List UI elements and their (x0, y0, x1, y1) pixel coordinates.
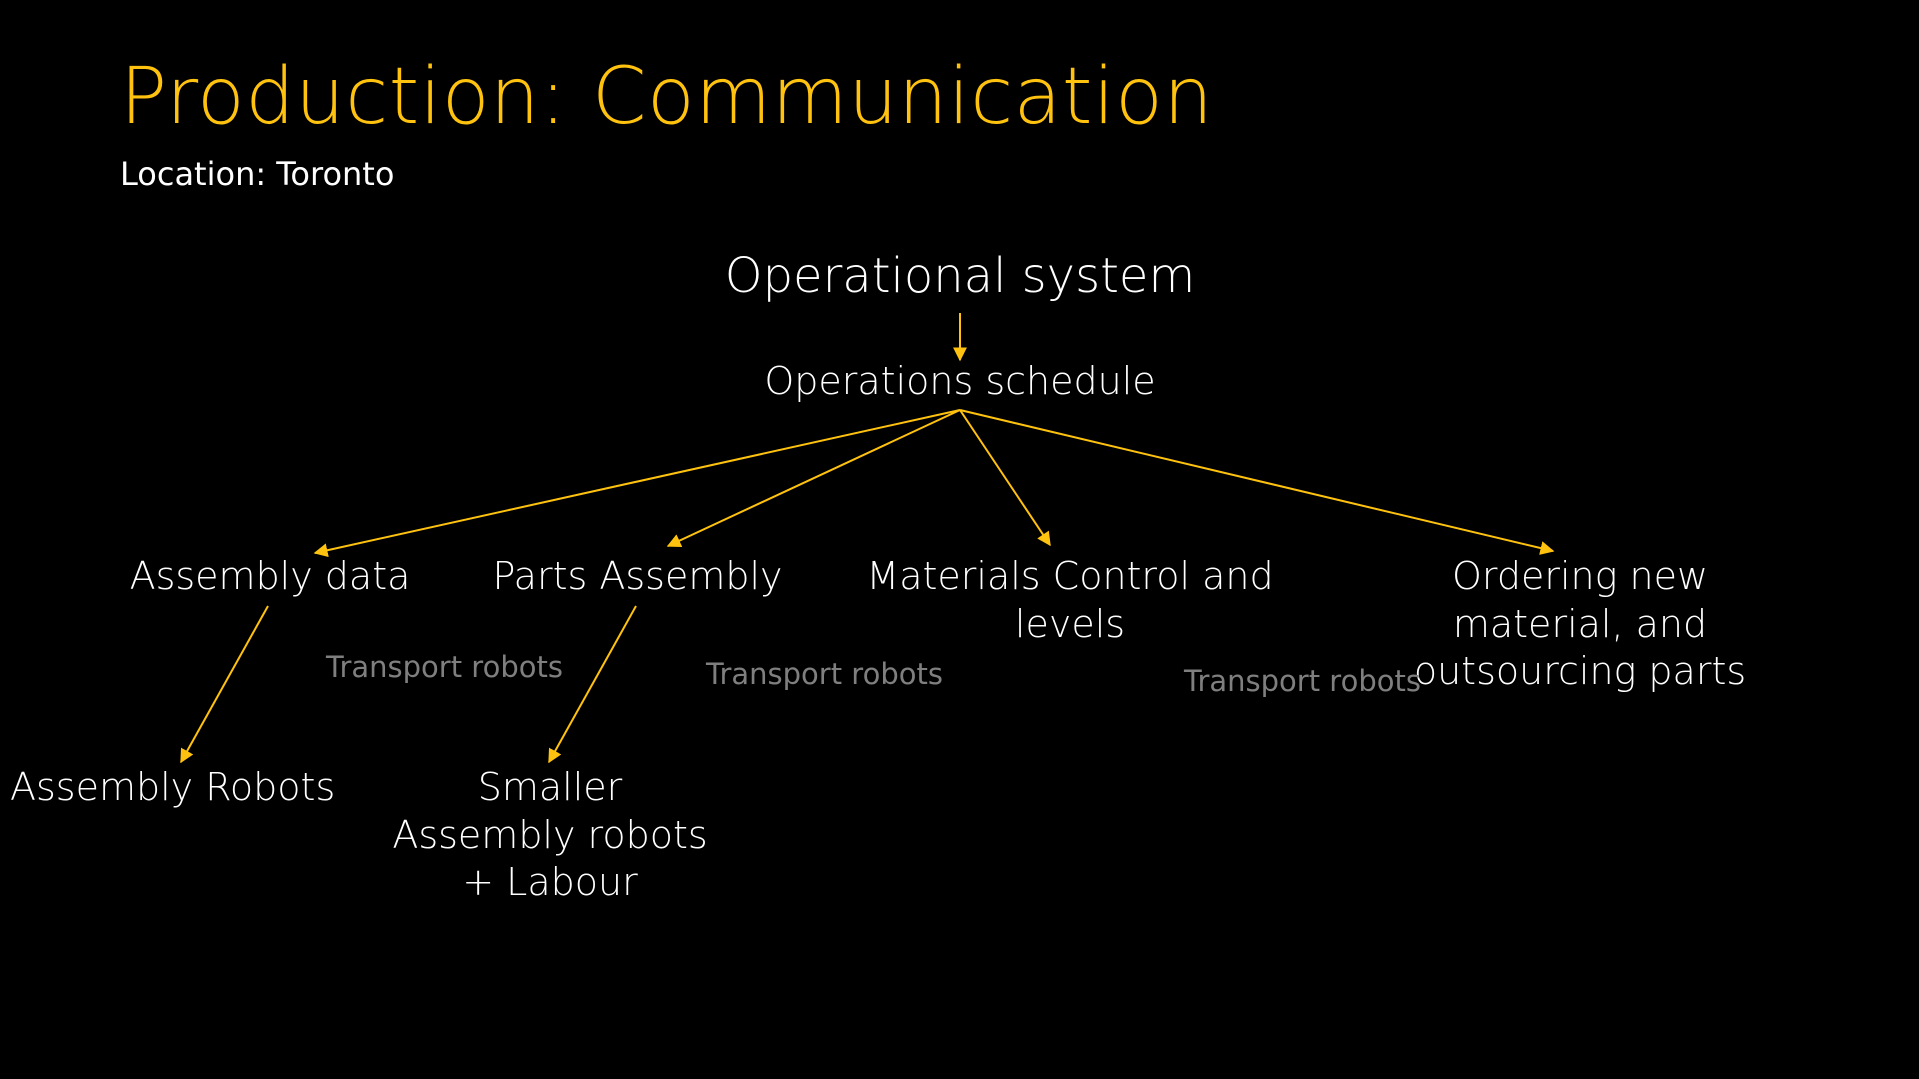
node-operations-schedule: Operations schedule (764, 359, 1156, 403)
transport-robots-label: Transport robots (1184, 664, 1421, 698)
node-operational-system: Operational system (724, 248, 1196, 304)
arrow-parts-assembly-to-smaller (548, 605, 637, 764)
arrow-schedule-to-ordering (959, 409, 1555, 555)
node-smaller-assembly-robots: Smaller Assembly robots + Labour (392, 765, 708, 904)
slide-subtitle: Location: Toronto (120, 155, 395, 193)
node-assembly-robots: Assembly Robots (10, 765, 336, 809)
arrow-schedule-to-materials (959, 409, 1051, 547)
node-parts-assembly: Parts Assembly (492, 554, 783, 598)
arrow-schedule-to-parts-assembly (666, 409, 961, 548)
arrow-assembly-data-to-robots (180, 605, 269, 764)
transport-robots-label: Transport robots (326, 650, 563, 684)
node-ordering-material: Ordering new material, and outsourcing p… (1413, 554, 1747, 693)
slide-title: Production: Communication (120, 52, 1214, 142)
node-assembly-data: Assembly data (129, 554, 411, 598)
node-materials-control: Materials Control and levels (866, 554, 1274, 646)
arrow-schedule-to-assembly-data (313, 409, 961, 558)
transport-robots-label: Transport robots (706, 657, 943, 691)
